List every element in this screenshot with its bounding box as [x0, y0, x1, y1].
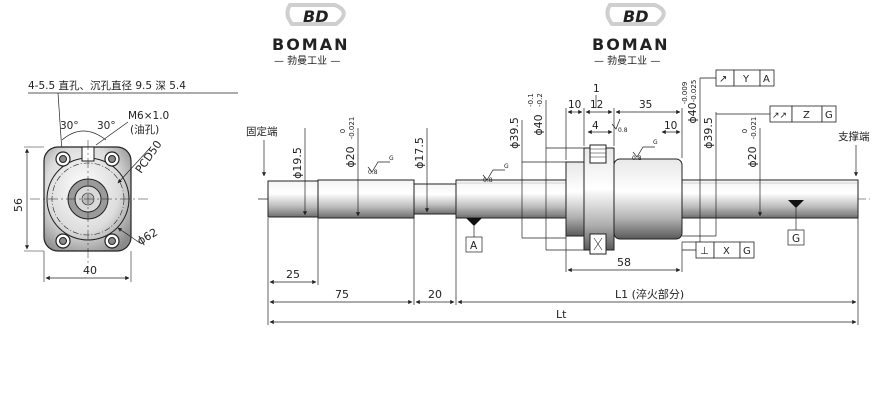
watermark-subtitle: — 勃曼工业 —: [594, 54, 660, 67]
nut-body: [613, 158, 683, 240]
dim-25-label: 25: [286, 268, 300, 281]
dia-40-left-tol-upper: -0.1: [527, 93, 535, 107]
dim-12-label: 12: [590, 99, 603, 111]
dia-40-left-label: ϕ40: [532, 114, 545, 135]
height-label: 56: [12, 198, 25, 212]
dia-39-5-right-label: ϕ39.5: [702, 117, 715, 149]
watermark-logo-letters: BD: [623, 7, 648, 26]
watermark-left: BD BOMAN — 勃曼工业 —: [272, 3, 350, 67]
dia-40-left-tol-lower: -0.2: [536, 93, 544, 107]
dia-20-left-tol-upper: 0: [339, 129, 347, 133]
dia-40-right-label: ϕ40: [686, 102, 699, 123]
watermark-brand: BOMAN: [272, 35, 350, 54]
dia-40-right-tol-lower: -0.025: [690, 80, 698, 103]
shaft-view: [258, 144, 870, 255]
tolerance-frame-3: ⊥ X G: [682, 241, 755, 259]
fixed-end-label: 固定端: [246, 125, 278, 138]
frame3-ref2: G: [743, 246, 751, 257]
roughness-icon: [482, 169, 505, 181]
roughness-value: 0.8: [368, 169, 378, 176]
width-label: 40: [83, 264, 97, 277]
dim-4-label: 4: [592, 120, 599, 132]
hole-leader: [57, 92, 64, 153]
datum-g-triangle: [788, 200, 804, 208]
angle-arc: [61, 130, 107, 141]
tolerance-frame-1: ↗ Y A: [700, 69, 775, 87]
dia-40-right-tol-upper: -0.009: [681, 82, 689, 105]
dia-20-left-tol-lower: -0.021: [348, 117, 356, 140]
roughness-value: 0.8: [618, 127, 628, 134]
dia-19-5-label: ϕ19.5: [291, 147, 304, 179]
dim-75-label: 75: [335, 288, 349, 301]
oil-hole-label: M6×1.0: [128, 110, 169, 122]
roughness-value: 0.8: [483, 177, 493, 184]
dia-39-5-left-label: ϕ39.5: [508, 117, 521, 149]
watermark-right: BD BOMAN — 勃曼工业 —: [592, 3, 670, 67]
frame2-ref1: Z: [803, 110, 810, 121]
datum-a-triangle: [466, 218, 482, 226]
pcd-label: PCD50: [133, 138, 165, 176]
watermark-subtitle: — 勃曼工业 —: [274, 54, 340, 67]
shaft-seg-d20: [317, 179, 415, 219]
dim-20-label: 20: [428, 288, 442, 301]
lt-label: Lt: [556, 308, 567, 321]
dia-20-right-tol-lower: -0.021: [750, 117, 758, 140]
l1-label: L1 (淬火部分): [615, 287, 684, 301]
datum-g-box: [787, 229, 805, 246]
roughness-icon: [611, 118, 621, 130]
frame1-ref2: A: [763, 74, 770, 85]
dia-17-5-label: ϕ17.5: [413, 137, 426, 169]
hole-note: 4-5.5 直孔、沉孔直径 9.5 深 5.4: [28, 79, 186, 92]
datum-a-label: A: [470, 240, 478, 252]
roughness-icon: [367, 161, 390, 173]
oil-hole-leader: [95, 121, 129, 146]
dim-1-label: 1: [593, 83, 600, 95]
support-end-label: 支撑端: [838, 130, 870, 143]
watermark-logo-letters: BD: [303, 7, 328, 26]
perpendicularity-symbol-icon: ⊥: [700, 246, 709, 257]
roughness-icon: [632, 146, 655, 158]
dim-35-label: 35: [639, 99, 652, 111]
dim-10-left-label: 10: [568, 99, 581, 111]
frame1-ref1: Y: [742, 74, 750, 85]
outer-dia-label: ϕ62: [135, 226, 160, 248]
dia-20-left-label: ϕ20: [344, 146, 357, 167]
shaft-dimensions: 固定端 支撑端 ϕ19.5 ϕ20 0 -0.021 0.8 G ϕ17.5 0…: [246, 78, 870, 325]
end-view: 4-5.5 直孔、沉孔直径 9.5 深 5.4 M6×1.0 (油孔) 30° …: [12, 79, 238, 282]
dim-10-right-label: 10: [664, 120, 677, 132]
roughness-value: 0.8: [632, 155, 642, 162]
datum-a-box: [465, 236, 483, 253]
roughness-ref: G: [504, 163, 509, 170]
tolerance-frame-2: ↗↗ Z G: [716, 105, 837, 123]
dia-20-right-tol-upper: 0: [741, 129, 749, 133]
shaft-seg-d17-5: [413, 183, 457, 215]
datum-g-label: G: [792, 233, 800, 245]
nut-flange: [565, 161, 585, 237]
frame3-ref1: X: [723, 246, 730, 257]
oil-hole-side: [589, 144, 607, 164]
watermark-logo-icon: [285, 3, 346, 26]
dia-20-right-label: ϕ20: [746, 146, 759, 167]
dim-58-label: 58: [617, 256, 631, 269]
runout-symbol-icon: ↗: [719, 74, 727, 85]
roughness-ref: G: [389, 155, 394, 162]
oil-hole-note: (油孔): [130, 123, 159, 136]
angle-left-label: 30°: [60, 120, 79, 132]
shaft-seg-d19-5: [267, 180, 319, 218]
angle-right-label: 30°: [97, 120, 116, 132]
roughness-ref: G: [653, 139, 658, 146]
frame2-ref2: G: [825, 110, 833, 121]
total-runout-symbol-icon: ↗↗: [772, 111, 787, 121]
watermark-logo-icon: [605, 3, 666, 26]
watermark-brand: BOMAN: [592, 35, 670, 54]
